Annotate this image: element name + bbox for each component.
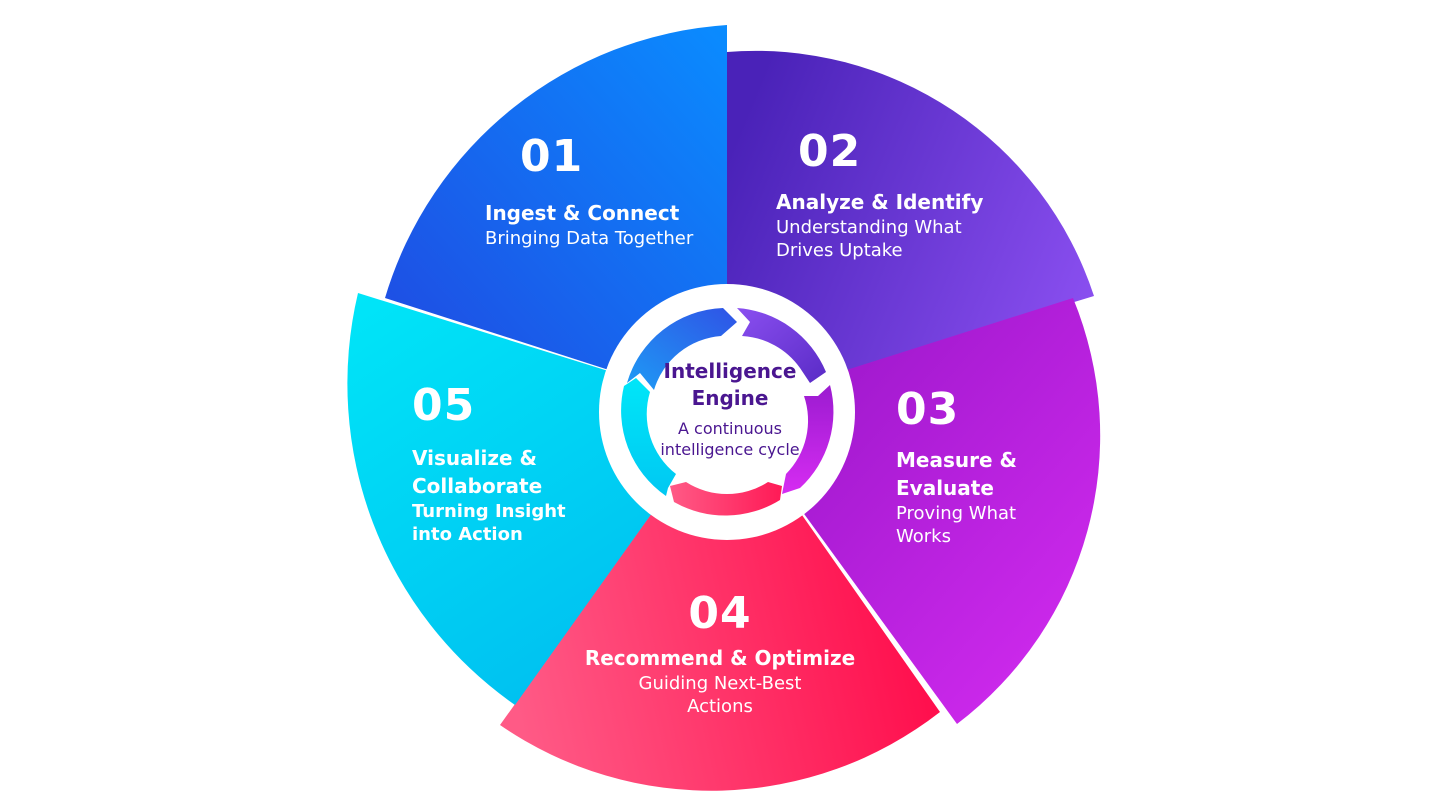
segment-02-label: 02 Analyze & Identify Understanding What… (776, 128, 991, 262)
center-label: Intelligence Engine A continuous intelli… (647, 358, 813, 460)
segment-01-title: Ingest & Connect (485, 201, 680, 225)
cycle-arrows (621, 308, 834, 516)
segment-01-label: 01 Ingest & Connect Bringing Data Togeth… (485, 133, 725, 250)
cycle-arrow-03 (782, 385, 834, 494)
segment-05-subtitle: Turning Insight into Action (412, 501, 566, 545)
segment-04-label: 04 Recommend & Optimize Guiding Next-Bes… (580, 590, 860, 718)
center-title: Intelligence Engine (663, 359, 797, 410)
segment-05-title: Visualize & Collaborate (412, 446, 543, 498)
segment-03-title: Measure & Evaluate (896, 448, 1017, 500)
cycle-arrow-01 (627, 308, 737, 390)
segment-04-title: Recommend & Optimize (584, 646, 856, 670)
segment-01-wedge (385, 25, 727, 408)
segment-01-subtitle: Bringing Data Together (485, 228, 694, 249)
segment-04-wedge (500, 408, 940, 791)
segment-05-number: 05 (412, 380, 476, 431)
segment-02-number: 02 (798, 126, 862, 177)
segment-02-subtitle: Understanding What Drives Uptake (776, 217, 962, 261)
segment-03-label: 03 Measure & Evaluate Proving What Works (896, 386, 1046, 548)
cycle-arrow-04 (670, 482, 782, 516)
segment-01-number: 01 (520, 131, 584, 182)
cycle-arrow-02 (737, 308, 826, 383)
cycle-arrow-05 (621, 378, 676, 496)
segment-03-subtitle: Proving What Works (896, 503, 1017, 547)
segment-04-number: 04 (688, 588, 752, 639)
segment-02-title: Analyze & Identify (776, 190, 984, 214)
segment-04-subtitle: Guiding Next-Best Actions (638, 673, 802, 717)
segment-05-label: 05 Visualize & Collaborate Turning Insig… (412, 382, 582, 546)
segment-03-number: 03 (896, 384, 960, 435)
center-subtitle: A continuous intelligence cycle (660, 419, 800, 459)
segment-02-wedge (727, 50, 1094, 408)
